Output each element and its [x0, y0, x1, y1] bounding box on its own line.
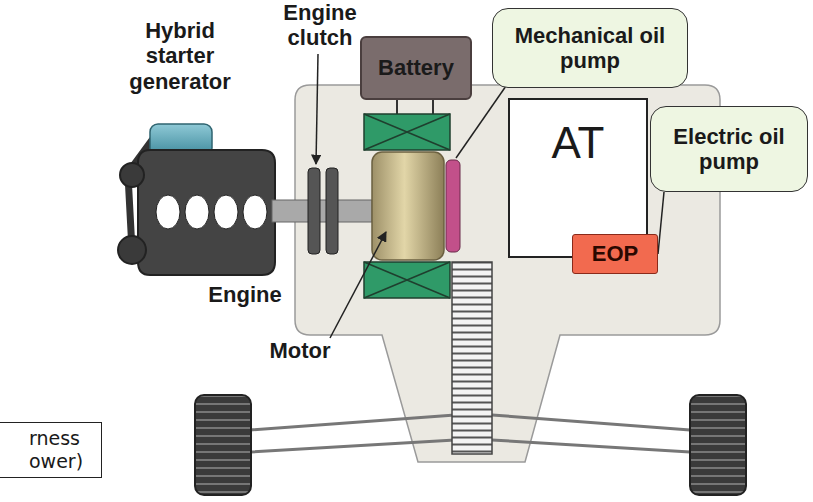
part-label: Engine	[190, 282, 300, 307]
leader-line	[658, 192, 664, 254]
callout-box: Electric oil pump	[650, 106, 808, 192]
pulley	[120, 163, 144, 187]
node-text: Battery	[378, 55, 454, 80]
final-drive-gear	[452, 262, 492, 454]
pulley	[118, 236, 146, 264]
part-label: Hybrid starter generator	[110, 18, 250, 94]
battery-wire	[397, 100, 433, 114]
mechanical-oil-pump	[446, 160, 460, 252]
shaft	[272, 200, 372, 222]
engine-block	[138, 150, 275, 275]
leader-arrow	[330, 232, 386, 338]
oil-pump-box: EOP	[572, 234, 658, 274]
cylinder	[156, 195, 267, 229]
battery-box: Battery	[360, 36, 472, 100]
part-label: Engine clutch	[270, 0, 370, 51]
stator	[364, 114, 450, 298]
note-box: rness ower)	[0, 422, 102, 478]
engine-clutch	[308, 168, 320, 254]
part-label: Motor	[255, 338, 345, 363]
node-text: rness ower)	[29, 427, 93, 473]
engine-clutch	[326, 168, 338, 254]
node-text: Mechanical oil pump	[501, 23, 679, 74]
leader-arrow	[316, 54, 318, 164]
node-text: AT	[552, 118, 605, 169]
transmission-box: ATEOP	[508, 98, 648, 258]
node-text: Electric oil pump	[659, 124, 799, 175]
wheel	[195, 395, 251, 495]
motor-rotor	[372, 152, 444, 260]
callout-box: Mechanical oil pump	[492, 8, 688, 88]
wheel	[690, 395, 746, 495]
node-text: EOP	[592, 241, 638, 266]
